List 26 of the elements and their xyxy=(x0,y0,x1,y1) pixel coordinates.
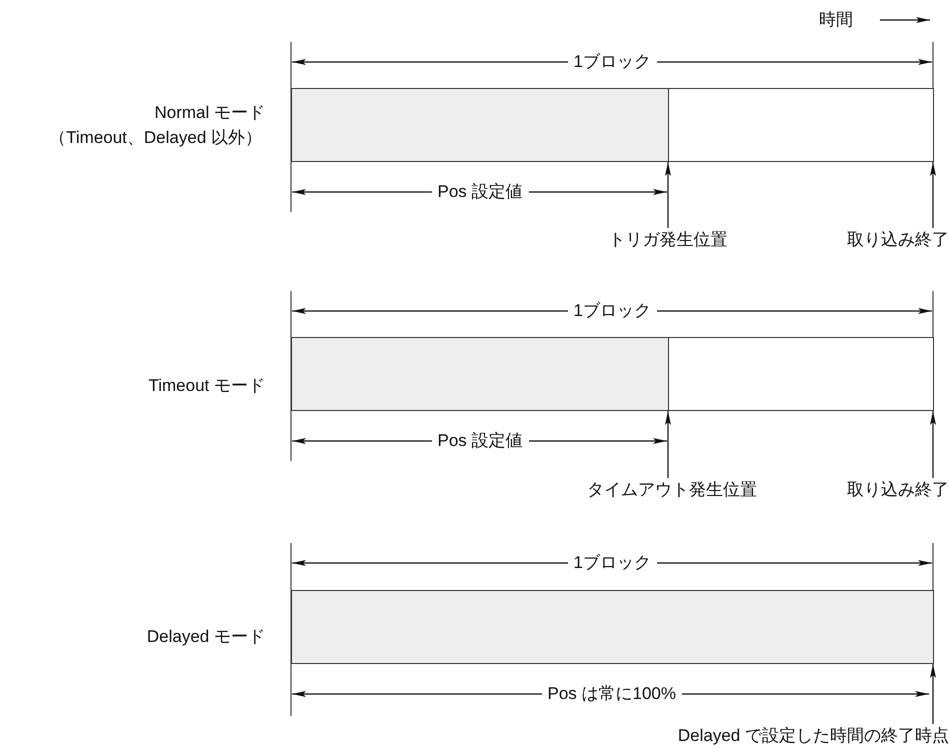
leader-line xyxy=(665,411,671,478)
dimension-label: 1ブロック xyxy=(568,52,657,72)
dimension-label: Pos は常に100% xyxy=(542,684,682,704)
leader-line xyxy=(930,162,936,228)
position-label: 取り込み終了 xyxy=(847,230,949,250)
dimension-label: Pos 設定値 xyxy=(432,431,529,451)
mode-label: Normal モード xyxy=(154,103,265,123)
bar-segment xyxy=(668,337,934,411)
position-label: タイムアウト発生位置 xyxy=(587,480,757,500)
bar-segment xyxy=(291,590,934,664)
mode-label: （Timeout、Delayed 以外） xyxy=(49,128,262,148)
leader-line xyxy=(930,664,936,724)
position-label: トリガ発生位置 xyxy=(608,230,728,250)
mode-label: Timeout モード xyxy=(148,376,265,396)
position-label: 取り込み終了 xyxy=(847,480,949,500)
axis-label: 時間 xyxy=(819,10,853,30)
leader-line xyxy=(930,411,936,478)
bar-segment xyxy=(291,337,669,411)
leader-line xyxy=(665,162,671,228)
mode-label: Delayed モード xyxy=(146,627,265,647)
dimension-label: 1ブロック xyxy=(568,553,657,573)
bar-segment xyxy=(668,88,934,162)
position-label: Delayed で設定した時間の終了時点 xyxy=(678,726,949,746)
dimension-label: Pos 設定値 xyxy=(432,182,529,202)
bar-segment xyxy=(291,88,669,162)
dimension-label: 1ブロック xyxy=(568,301,657,321)
